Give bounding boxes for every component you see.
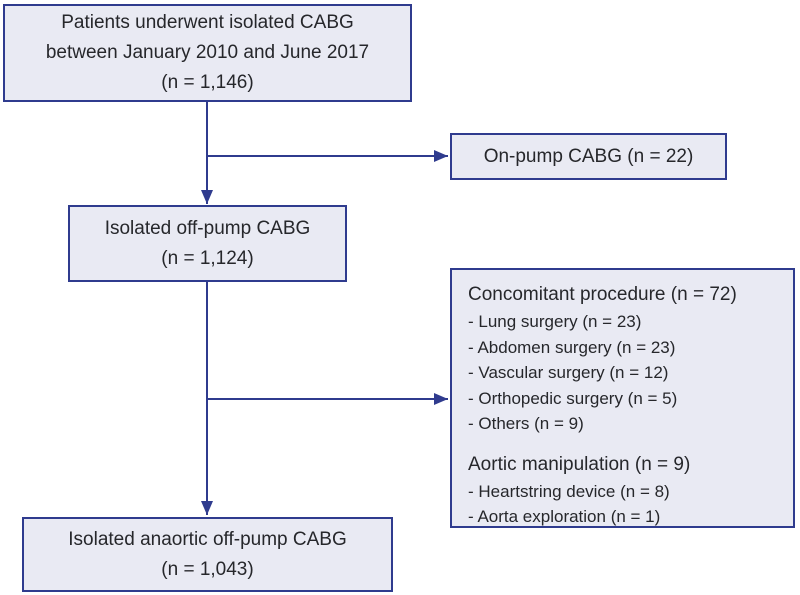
exclusion-item: - Vascular surgery (n = 12) bbox=[468, 363, 669, 382]
aortic-manipulation-section: Aortic manipulation (n = 9) - Heartstrin… bbox=[468, 451, 777, 530]
offpump-box-count: (n = 1,124) bbox=[161, 247, 254, 269]
top-box-line: Patients underwent isolated CABG bbox=[61, 12, 354, 33]
exclusion-item: - Heartstring device (n = 8) bbox=[468, 481, 670, 501]
concomitant-procedure-section: Concomitant procedure (n = 72) - Lung su… bbox=[468, 281, 777, 437]
exclusion-item: - Abdomen surgery (n = 23) bbox=[468, 337, 676, 357]
section-heading: Aortic manipulation (n = 9) bbox=[468, 453, 691, 475]
top-box-patients-total: Patients underwent isolated CABG between… bbox=[3, 4, 412, 102]
exclusion-item: - Orthopedic surgery (n = 5) bbox=[468, 388, 678, 408]
offpump-box-line: Isolated off-pump CABG bbox=[104, 217, 311, 239]
exclusion-item: - Lung surgery (n = 23) bbox=[468, 312, 642, 331]
section-heading: Concomitant procedure (n = 72) bbox=[468, 284, 737, 305]
onpump-box-label: On-pump CABG (n = 22) bbox=[483, 145, 694, 167]
offpump-cabg-box: Isolated off-pump CABG (n = 1,124) bbox=[68, 205, 347, 282]
final-box-line: Isolated anaortic off-pump CABG bbox=[68, 528, 347, 550]
top-box-count: (n = 1,146) bbox=[161, 72, 254, 93]
exclusion-item: - Aorta exploration (n = 1) bbox=[468, 507, 661, 526]
top-box-line: between January 2010 and June 2017 bbox=[45, 42, 370, 63]
final-anaortic-box: Isolated anaortic off-pump CABG (n = 1,0… bbox=[22, 517, 393, 592]
onpump-cabg-box: On-pump CABG (n = 22) bbox=[450, 133, 727, 180]
exclusion-details-box: Concomitant procedure (n = 72) - Lung su… bbox=[450, 268, 795, 528]
exclusion-item: - Others (n = 9) bbox=[468, 414, 584, 433]
final-box-count: (n = 1,043) bbox=[161, 558, 254, 580]
